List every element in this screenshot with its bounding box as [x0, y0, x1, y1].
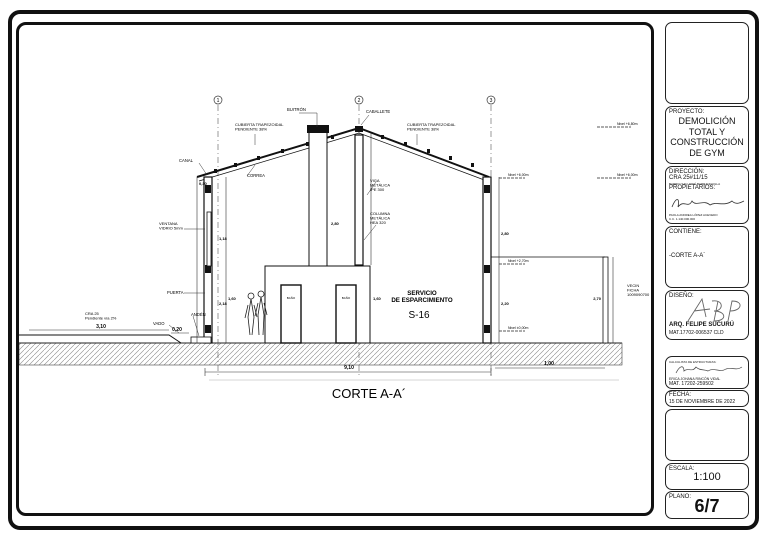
leader-lines: [168, 112, 418, 337]
structural-label: CALCULISTA DE ESTRUCTURAS:: [669, 360, 717, 364]
escala-label: ESCALA:: [669, 466, 695, 472]
label-caballete: CABALLETE: [366, 109, 390, 114]
section-drawing: 1 2 3: [19, 95, 650, 401]
fecha-panel: FECHA: 15 DE NOVIEMBRE DE 2022: [665, 390, 749, 407]
label-buitron: BUITRÓN: [287, 107, 306, 112]
drawing-sheet-frame: [8, 10, 759, 530]
grid-bubbles: [213, 95, 496, 105]
column-hatch-marks: [205, 185, 490, 333]
designer-signature: [687, 297, 741, 322]
proyecto-label: PROYECTO:: [669, 109, 705, 115]
label-correa: CORREA: [247, 173, 265, 178]
ground-hatch: [19, 342, 623, 366]
label-puerta: PUERTA: [167, 290, 184, 295]
dim-h-right: 2,80: [501, 231, 510, 236]
plano-label: PLANO:: [669, 494, 692, 500]
section-title: CORTE A-A´: [332, 386, 406, 401]
engineer-mat: MAT. 17202-259502: [669, 381, 714, 387]
roof: [196, 126, 490, 182]
service-code: S-16: [408, 310, 430, 321]
escala-panel: ESCALA: 1:100: [665, 463, 749, 490]
direccion-label: DIRECCIÓN:: [669, 169, 705, 175]
fecha-label: FECHA:: [669, 392, 692, 398]
roof-purlins: [214, 135, 474, 173]
buitron-cap: [307, 125, 329, 133]
grid-axis-2: 2: [358, 98, 361, 104]
owner-name: PAOLA ANDREA LÓPEZ ACEVEDO: [669, 213, 718, 217]
direccion-value: CRA 25#11/15: [669, 175, 708, 181]
street-left: [19, 334, 182, 344]
dim-h-left-top: 0,30: [199, 181, 208, 186]
diseno-panel: DISEÑO: ARQ. FELIPE SUCURÚ MAT.17702-006…: [665, 290, 749, 340]
door-1-label: BAÑO: [287, 295, 296, 300]
engineer-signature: [675, 366, 743, 374]
dim-h-col1: 1,60: [228, 296, 237, 301]
dim-h-lower: 2,18: [219, 301, 228, 306]
level-top-right: Nivel +6,80m: [617, 122, 638, 126]
grid-axis-3: 3: [490, 98, 493, 104]
window-left: [206, 211, 212, 267]
door-1: [280, 284, 302, 344]
fecha-value: 15 DE NOVIEMBRE DE 2022: [669, 399, 736, 405]
plano-panel: PLANO: 6/7: [665, 491, 749, 519]
dim-h-right-low: 2,20: [501, 301, 510, 306]
structural-panel: CALCULISTA DE ESTRUCTURAS: ERICA JOHANA …: [665, 356, 749, 389]
owner-cc: C.C. 1.140.000.000: [669, 217, 696, 221]
direccion-sub: BARRIO SAN JOSÉ BARRANQUILLA: [669, 182, 721, 186]
dimension-lines: [29, 133, 614, 376]
blank-panel: [665, 22, 749, 104]
label-canal: CANAL: [179, 158, 194, 163]
contiene-panel: CONTIENE: -CORTE A-A´: [665, 226, 749, 288]
plano-value: 6/7: [694, 496, 720, 516]
drawing-area: 1 2 3: [16, 22, 654, 516]
dim-h-col3: 1,60: [373, 296, 382, 301]
level-lines: [499, 126, 631, 332]
level-6: Nivel +6,00m: [508, 173, 529, 177]
dim-h-col2: 2,80: [331, 221, 340, 226]
direccion-panel: DIRECCIÓN: CRA 25#11/15 BARRIO SAN JOSÉ …: [665, 166, 749, 224]
door-2-label: BAÑO: [342, 295, 351, 300]
caballete-cap: [355, 126, 363, 132]
level-0: Nivel ±0,00m: [508, 326, 528, 330]
door-2: [335, 284, 357, 344]
proyecto-value: DEMOLICIÓN TOTAL Y CONSTRUCCIÓN DE GYM: [670, 116, 744, 158]
escala-value: 1:100: [693, 471, 721, 483]
buitron-chimney: [308, 129, 328, 267]
grid-axis-1: 1: [217, 98, 220, 104]
designer-name: ARQ. FELIPE SUCURÚ: [669, 322, 735, 328]
neighbor-wall: [602, 256, 609, 344]
level-2: Nivel +2,70m: [508, 259, 529, 263]
contiene-value: -CORTE A-A´: [669, 253, 706, 259]
dim-left-width: 3,10: [96, 324, 106, 330]
blank-panel-lower: [665, 409, 749, 461]
engineer-name: ERICA JOHANA RINCÓN VIDAL: [669, 377, 721, 381]
propietarios-label: PROPIETARIOS:: [669, 185, 716, 191]
label-vado: VADO: [153, 321, 165, 326]
dim-right-width: 1,00: [544, 361, 554, 367]
contiene-label: CONTIENE:: [669, 229, 702, 235]
dim-vado-width: 0,20: [172, 327, 182, 333]
human-figures: [244, 290, 268, 336]
owner-signature: [671, 199, 745, 208]
designer-mat: MAT.17702-006537 CLD: [669, 330, 724, 336]
anden-step: [190, 336, 212, 344]
dim-h-window: 1,18: [219, 236, 228, 241]
label-anden: ANDÉN: [191, 312, 206, 317]
proyecto-panel: PROYECTO: DEMOLICIÓN TOTAL Y CONSTRUCCIÓ…: [665, 106, 749, 164]
level-6-far: Nivel +6,00m: [617, 173, 638, 177]
dim-total-width: 9,10: [344, 365, 354, 371]
diseno-label: DISEÑO:: [669, 293, 694, 299]
dim-h-far: 2,70: [593, 296, 602, 301]
